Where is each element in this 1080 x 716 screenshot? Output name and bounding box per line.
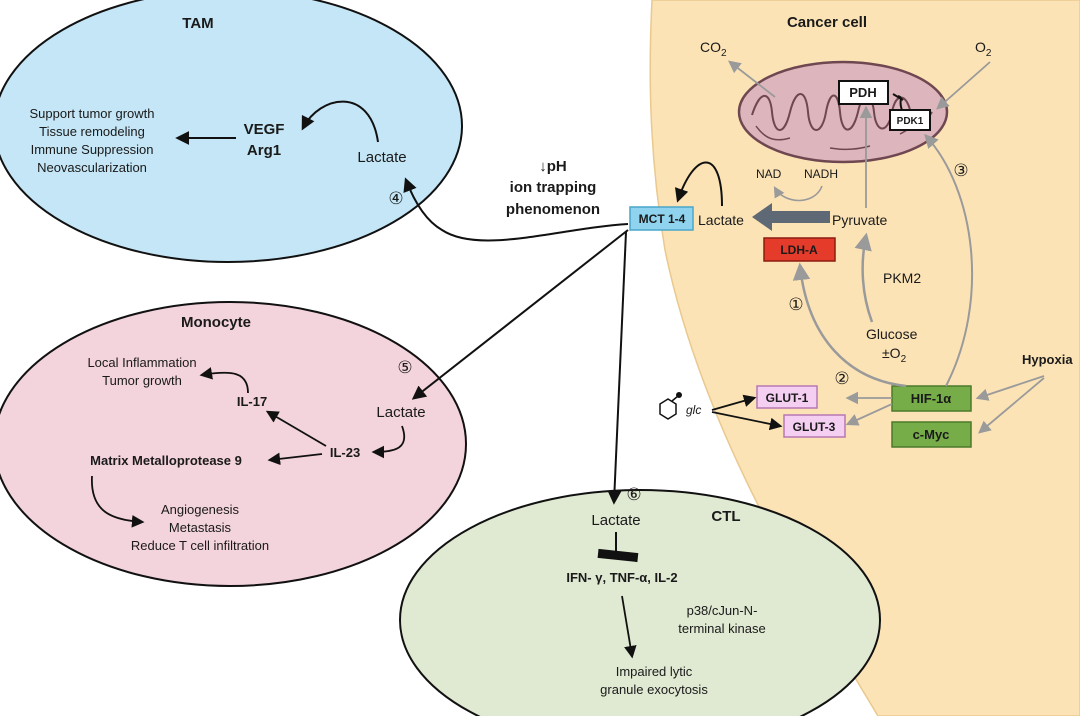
hif-to-glut3-arrow	[845, 403, 893, 426]
pdh-label: PDH	[849, 85, 876, 100]
il17-to-effects-arrow	[199, 367, 249, 394]
glc-to-glut3-arrow	[711, 411, 783, 431]
mmp9-label: Matrix Metalloprotease 9	[90, 453, 242, 468]
ctl-cytokines-label: IFN- γ, TNF-α, IL-2	[566, 570, 677, 585]
ctl-pathway-line-1: p38/cJun-N-	[687, 603, 758, 618]
tam-marker: ④	[388, 189, 403, 208]
cmyc-box	[891, 421, 972, 448]
tam-effect-1: Support tumor growth	[29, 106, 154, 121]
glc-to-glut1-arrow	[711, 394, 757, 411]
glut3-box	[783, 414, 846, 438]
tam-effect-4: Neovascularization	[37, 160, 147, 175]
monocyte-effect-top-1: Local Inflammation	[87, 355, 196, 370]
il17-label: IL-17	[237, 394, 267, 409]
pdh-box	[838, 80, 889, 105]
mitochondrion	[737, 60, 949, 164]
hif1a-label: HIF-1α	[911, 391, 952, 406]
tam-lactate-label: Lactate	[357, 149, 406, 166]
lactate-export-arrow	[674, 161, 723, 207]
tam-cell	[0, 0, 463, 263]
tam-lactate-to-factors-arrow	[301, 100, 379, 143]
cancer-cell-title: Cancer cell	[787, 14, 867, 31]
hypoxia-to-cmyc-arrow	[978, 377, 1045, 434]
glucose-o2-label: ±O2	[882, 345, 907, 365]
monocyte-marker: ⑤	[397, 358, 412, 377]
nad-cycle-arrow	[773, 185, 823, 202]
pkm2-label: PKM2	[883, 270, 921, 286]
monocyte-effect-bottom-2: Metastasis	[169, 520, 232, 535]
ctl-cell	[399, 489, 881, 716]
monocyte-lactate-to-il23-arrow	[371, 425, 405, 459]
marker-3: ③	[953, 161, 968, 180]
monocyte-effect-bottom-3: Reduce T cell infiltration	[131, 538, 269, 553]
monocyte-lactate-label: Lactate	[376, 404, 425, 421]
glut3-label: GLUT-3	[793, 420, 836, 434]
ph-note-line-3: phenomenon	[506, 201, 600, 218]
pdk1-label: PDK1	[897, 116, 924, 127]
monocyte-effect-bottom-1: Angiogenesis	[161, 502, 240, 517]
o2-label: O2	[975, 39, 992, 59]
tam-factor-vegf: VEGF	[244, 121, 285, 138]
pyruvate-label: Pyruvate	[832, 212, 887, 228]
hif-to-ldha-arrow	[792, 262, 907, 388]
pyruvate-to-lactate-arrow	[752, 203, 830, 231]
ldha-box	[763, 237, 836, 262]
il23-to-mmp9-arrow	[267, 452, 323, 466]
o2-arrow	[936, 61, 991, 110]
glucose-to-pyruvate-arrow	[854, 232, 874, 323]
glc-label: glc	[686, 403, 701, 417]
hypoxia-to-hif-arrow	[975, 375, 1045, 401]
nadh-label: NADH	[804, 167, 838, 181]
ctl-cytokines-to-outcome-arrow	[621, 595, 637, 659]
mct-to-ctl-arrow	[607, 231, 627, 505]
tam-effect-3: Immune Suppression	[31, 142, 154, 157]
ldha-label: LDH-A	[780, 243, 818, 257]
il23-to-il17-arrow	[265, 410, 327, 447]
mct-transporter-box	[629, 206, 694, 231]
co2-arrow	[728, 60, 776, 98]
glucose-label: Glucose	[866, 326, 918, 342]
ctl-lactate-label: Lactate	[591, 512, 640, 529]
hif1a-box	[891, 385, 972, 412]
co2-label: CO2	[700, 39, 727, 59]
pdk1-inhibition	[892, 93, 904, 111]
ph-note-line-1: ↓pH	[539, 158, 567, 175]
glucose-molecule-icon	[659, 392, 682, 420]
il23-label: IL-23	[330, 445, 360, 460]
nad-label: NAD	[756, 167, 782, 181]
monocyte-title: Monocyte	[181, 314, 251, 331]
marker-1: ①	[788, 295, 803, 314]
monocyte-cell	[0, 301, 467, 587]
mct-to-monocyte-arrow	[411, 229, 629, 400]
cmyc-label: c-Myc	[913, 427, 950, 442]
ctl-outcome-line-1: Impaired lytic	[616, 664, 693, 679]
ctl-outcome-line-2: granule exocytosis	[600, 682, 708, 697]
ctl-marker: ⑥	[626, 485, 641, 504]
mmp9-to-effects-arrow	[91, 475, 145, 528]
glut1-label: GLUT-1	[766, 391, 809, 405]
cancer-lactate-label: Lactate	[698, 212, 744, 228]
mct-label: MCT 1-4	[639, 212, 686, 226]
tam-factor-arg1: Arg1	[247, 142, 281, 159]
pdk1-box	[889, 109, 931, 131]
ctl-pathway-line-2: terminal kinase	[678, 621, 765, 636]
tam-effect-2: Tissue remodeling	[39, 124, 145, 139]
hypoxia-label: Hypoxia	[1022, 352, 1073, 367]
ctl-inhibition-bar	[597, 548, 639, 563]
monocyte-effect-top-2: Tumor growth	[102, 373, 182, 388]
ph-note-line-2: ion trapping	[510, 179, 597, 196]
ctl-title: CTL	[711, 508, 740, 525]
marker-2: ②	[834, 369, 849, 388]
glut1-box	[756, 385, 818, 409]
tam-title: TAM	[182, 15, 213, 32]
hif-to-pdk1-arrow	[924, 133, 974, 387]
mct-to-tam-arrow	[403, 177, 629, 242]
